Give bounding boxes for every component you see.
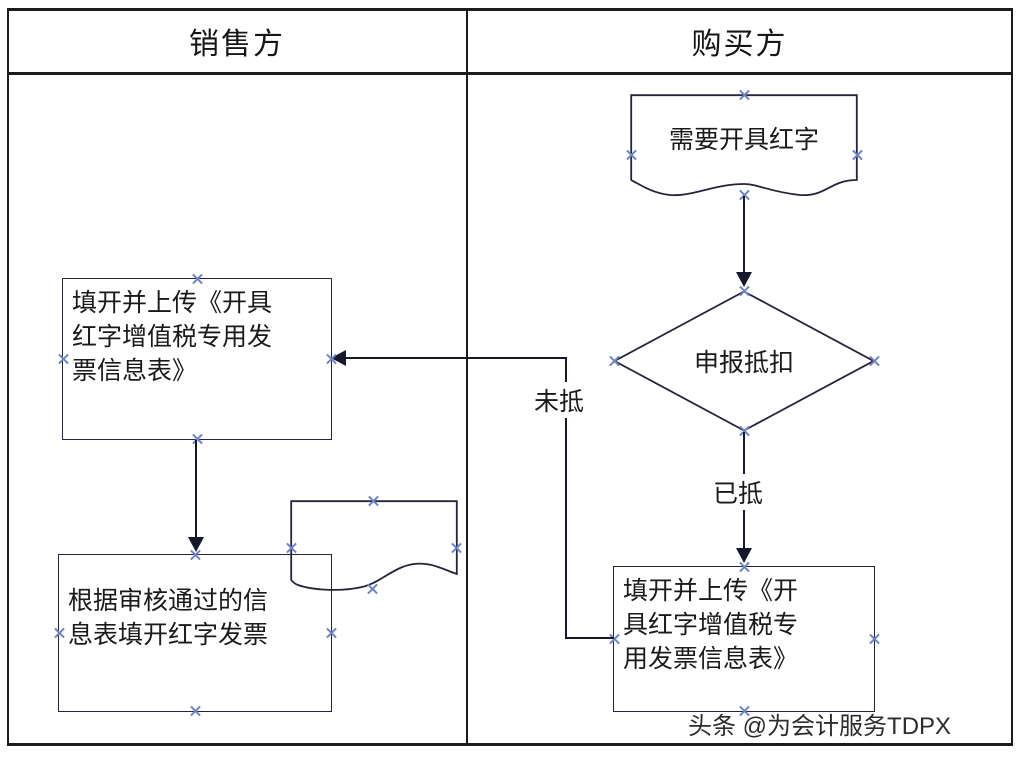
edge-label-deducted: 已抵 [711, 474, 766, 510]
table-border-top [7, 8, 1013, 11]
table-header-divider [7, 72, 1013, 75]
column-header-buyer: 购买方 [469, 12, 1010, 70]
node-need-red-invoice-label: 需要开具红字 [668, 127, 819, 154]
node-seller-fill-upload-label: 填开并上传《开具 红字增值税专用发 票信息表》 [72, 290, 273, 385]
node-buyer-fill-upload-label: 填开并上传《开 具红字增值税专 用发票信息表》 [623, 578, 799, 673]
column-header-buyer-label: 购买方 [691, 28, 788, 61]
edge-not-deducted-segment-vertical [565, 357, 568, 638]
column-header-seller: 销售方 [9, 12, 465, 70]
table-border-bottom [7, 743, 1013, 746]
node-declare-deduction[interactable]: 申报抵扣 [613, 290, 875, 432]
edge-need-to-decision-arrowhead [736, 272, 752, 287]
column-header-seller-label: 销售方 [189, 28, 285, 61]
edge-seller-form-to-invoice [195, 440, 198, 538]
node-seller-fill-upload[interactable]: 填开并上传《开具 红字增值税专用发 票信息表》 [62, 278, 332, 440]
edge-not-deducted-arrowhead [331, 350, 346, 366]
node-seller-issue-invoice-label: 根据审核通过的信 息表填开红字发票 [68, 588, 269, 649]
edge-not-deducted-segment-top [345, 357, 566, 360]
edge-decision-deducted-arrowhead [736, 548, 752, 563]
node-buyer-fill-upload[interactable]: 填开并上传《开 具红字增值税专 用发票信息表》 [613, 566, 875, 712]
node-seller-issue-invoice[interactable]: 根据审核通过的信 息表填开红字发票 [58, 554, 332, 712]
edge-label-not-deducted: 未抵 [532, 382, 587, 418]
node-need-red-invoice[interactable]: 需要开具红字 [630, 94, 858, 198]
table-border-right [1011, 8, 1013, 746]
node-doc-overlay[interactable] [290, 500, 458, 592]
node-declare-deduction-label: 申报抵扣 [693, 350, 794, 377]
table-border-left [7, 8, 9, 746]
watermark: 头条 @为会计服务TDPX [688, 713, 952, 740]
edge-seller-form-to-invoice-arrowhead [188, 537, 204, 552]
table-column-divider [466, 8, 468, 746]
edge-need-to-decision [743, 196, 746, 274]
edge-not-deducted-segment-bottom [565, 637, 614, 640]
